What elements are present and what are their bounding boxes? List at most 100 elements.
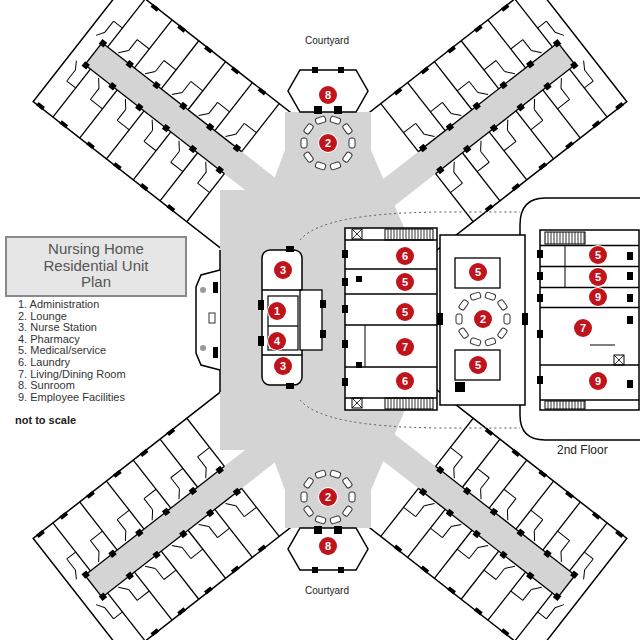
- wall: [534, 520, 543, 531]
- wall: [477, 162, 489, 171]
- wall: [555, 29, 564, 38]
- wall: [416, 123, 425, 134]
- chair: [458, 299, 469, 311]
- stair-step: [578, 232, 579, 244]
- wall: [529, 531, 539, 541]
- wall: [85, 466, 224, 575]
- wall: [408, 509, 446, 557]
- legend-row: 1. Administration: [18, 299, 126, 311]
- wall: [543, 502, 581, 550]
- wall: [505, 562, 515, 572]
- door-mark: [312, 67, 318, 73]
- window-mark: [177, 25, 186, 33]
- wall: [225, 130, 235, 140]
- door-mark: [213, 347, 218, 358]
- door-mark: [215, 166, 223, 174]
- wall: [451, 520, 461, 530]
- wall: [137, 40, 149, 49]
- callout-number: 2: [319, 488, 337, 506]
- wall: [198, 447, 210, 456]
- door-mark: [522, 313, 528, 325]
- callout-number: 7: [396, 338, 414, 356]
- wall: [120, 531, 130, 541]
- wall: [580, 570, 589, 579]
- stair-step: [575, 232, 576, 244]
- wall: [457, 549, 469, 558]
- door-mark: [338, 67, 344, 73]
- door-mark: [314, 526, 322, 534]
- legend-text: 1. Administration: [18, 298, 99, 310]
- stair-step: [409, 398, 410, 409]
- stair-step: [557, 232, 558, 244]
- callout-text: 7: [580, 322, 586, 334]
- door-mark: [99, 593, 107, 601]
- elevator: [352, 398, 362, 408]
- wall: [556, 552, 566, 562]
- room: [455, 350, 500, 380]
- wall: [160, 153, 198, 201]
- wall: [114, 21, 123, 28]
- wall: [80, 90, 118, 138]
- callout-number: 1: [268, 302, 286, 320]
- wall: [90, 88, 99, 99]
- wall: [209, 527, 218, 538]
- legend-row: 3. Nurse Station: [18, 322, 126, 334]
- stair-step: [560, 401, 561, 409]
- door-mark: [126, 60, 134, 68]
- wall: [381, 488, 419, 536]
- window-mark: [627, 316, 633, 324]
- wall: [477, 468, 489, 477]
- stair-step: [388, 398, 389, 409]
- chair: [497, 299, 508, 311]
- stair-step: [584, 401, 585, 409]
- window-mark: [565, 141, 574, 149]
- door-mark: [338, 567, 344, 573]
- wall: [90, 99, 102, 108]
- wall: [450, 447, 462, 456]
- wall: [424, 130, 434, 140]
- wall: [540, 287, 639, 288]
- window-mark: [59, 120, 68, 128]
- callout-text: 2: [480, 313, 486, 325]
- wall: [469, 81, 478, 92]
- wall: [144, 499, 153, 510]
- callout-number: 5: [469, 356, 487, 374]
- wall: [489, 132, 527, 180]
- wall: [538, 612, 547, 619]
- post: [200, 287, 206, 293]
- window-mark: [420, 66, 429, 74]
- door-mark: [537, 294, 543, 302]
- stair-step: [427, 229, 428, 240]
- stair-step: [554, 401, 555, 409]
- wall: [236, 506, 245, 517]
- wall: [481, 478, 490, 489]
- wall: [147, 120, 157, 130]
- door-mark: [537, 272, 543, 280]
- chair: [303, 505, 314, 517]
- door-mark: [152, 81, 160, 89]
- door-mark: [436, 466, 444, 474]
- legend-text: 2. Lounge: [18, 310, 67, 322]
- chair: [485, 292, 496, 301]
- window-mark: [150, 628, 159, 636]
- window-mark: [615, 102, 624, 110]
- door-mark: [553, 39, 561, 47]
- callout-text: 7: [402, 341, 408, 353]
- callout-text: 5: [595, 271, 601, 283]
- callout-number: 4: [268, 332, 286, 350]
- wall: [570, 523, 608, 571]
- wall: [457, 81, 469, 90]
- unit: [540, 230, 639, 410]
- wall: [496, 61, 505, 72]
- wall: [155, 61, 164, 72]
- wall: [134, 20, 172, 68]
- wall: [584, 552, 593, 559]
- chair: [470, 292, 481, 301]
- wall: [434, 62, 472, 110]
- callout-number: 6: [396, 247, 414, 265]
- chair: [315, 161, 326, 170]
- wall: [461, 551, 499, 599]
- title-box: Nursing Home Residential Unit Plan: [5, 236, 187, 297]
- callout-number: 2: [474, 310, 492, 328]
- window-mark: [592, 120, 601, 128]
